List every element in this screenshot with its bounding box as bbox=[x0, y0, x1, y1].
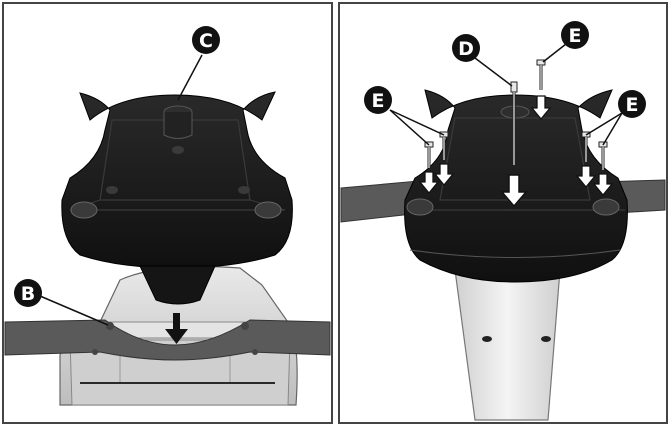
base-hole bbox=[241, 322, 249, 330]
arrow-down-outline bbox=[575, 165, 597, 189]
arrow-down-outline bbox=[592, 173, 614, 197]
callout-b: B bbox=[14, 279, 109, 326]
callout-e-label: E bbox=[372, 90, 385, 112]
head-part-c bbox=[61, 91, 293, 305]
screw-e bbox=[530, 59, 552, 121]
base-hole bbox=[106, 322, 114, 330]
horizontal-bar bbox=[4, 319, 331, 361]
base-hole bbox=[92, 349, 98, 355]
arrow-down-outline bbox=[530, 95, 552, 121]
left-panel: C B bbox=[2, 2, 333, 424]
callout-d-label: D bbox=[458, 38, 474, 60]
callout-e: E bbox=[542, 21, 589, 63]
callout-e-label: E bbox=[569, 25, 582, 47]
arrow-down-outline bbox=[433, 163, 455, 187]
callout-e-label: E bbox=[626, 94, 639, 116]
down-arrow bbox=[165, 313, 188, 344]
callout-e: E bbox=[364, 86, 445, 146]
callout-c: C bbox=[177, 26, 220, 101]
arrow-down-outline bbox=[418, 171, 440, 195]
right-panel: D E E E bbox=[338, 2, 668, 424]
arrow-down-outline bbox=[500, 174, 528, 208]
bolt-d bbox=[500, 81, 528, 208]
callout-d: D bbox=[452, 34, 513, 87]
callout-e: E bbox=[585, 90, 646, 146]
callout-c-label: C bbox=[199, 30, 213, 52]
base-hole bbox=[252, 349, 258, 355]
callout-b-label: B bbox=[21, 283, 35, 305]
